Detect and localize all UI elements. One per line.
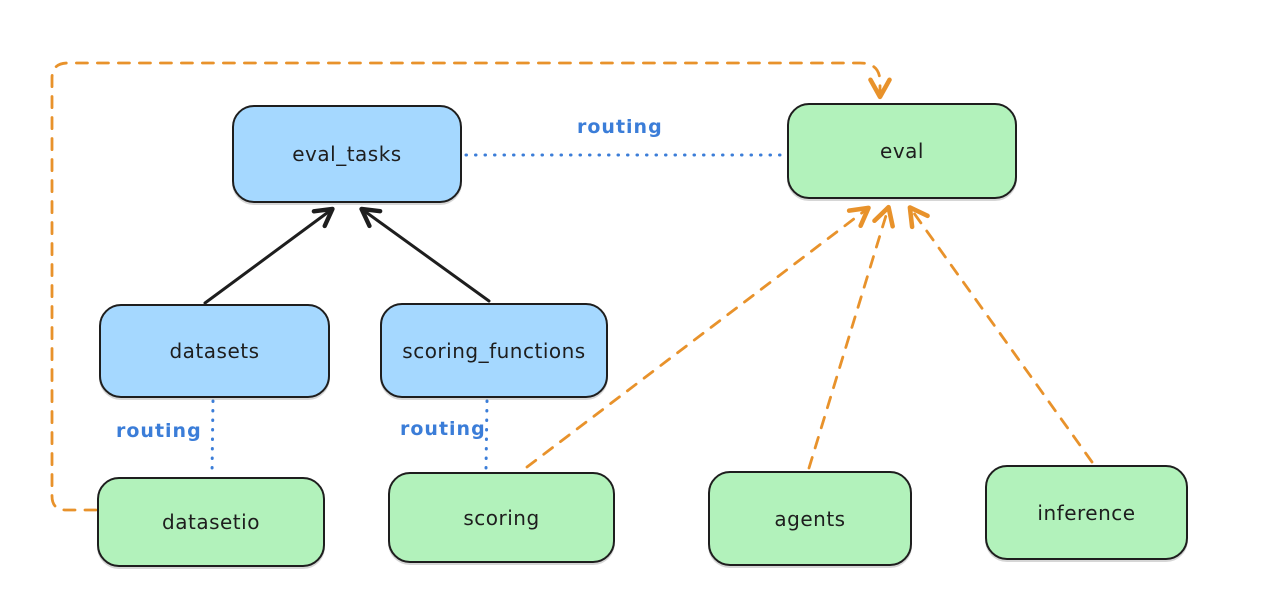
node-scoring: scoring bbox=[388, 472, 615, 563]
node-eval-label: eval bbox=[880, 139, 924, 163]
node-datasetio-label: datasetio bbox=[162, 510, 260, 534]
node-scoring-functions: scoring_functions bbox=[380, 303, 608, 398]
node-inference: inference bbox=[985, 465, 1188, 560]
edge-scoring-functions-to-scoring-routing bbox=[484, 399, 489, 471]
node-datasetio: datasetio bbox=[97, 477, 325, 567]
edge-datasets-to-eval-tasks bbox=[203, 206, 335, 305]
node-inference-label: inference bbox=[1037, 500, 1136, 525]
node-datasets: datasets bbox=[99, 304, 330, 398]
edge-inference-to-eval bbox=[907, 205, 1094, 464]
edge-scoring-to-eval bbox=[525, 205, 871, 469]
node-eval-tasks: eval_tasks bbox=[232, 105, 462, 203]
node-scoring-functions-label: scoring_functions bbox=[402, 338, 586, 363]
edge-scoring-functions-to-eval-tasks bbox=[359, 206, 491, 303]
node-agents-label: agents bbox=[774, 506, 846, 531]
node-scoring-label: scoring bbox=[463, 505, 540, 530]
edge-datasetio-to-eval bbox=[50, 61, 892, 512]
routing-label-scoring-functions-scoring: routing bbox=[400, 418, 486, 440]
node-datasets-label: datasets bbox=[169, 339, 260, 363]
routing-label-datasets-datasetio: routing bbox=[116, 420, 202, 442]
edge-agents-to-eval bbox=[807, 204, 895, 470]
edge-datasets-to-datasetio-routing bbox=[210, 399, 215, 476]
node-agents: agents bbox=[708, 471, 912, 566]
node-eval: eval bbox=[787, 103, 1017, 199]
routing-label-eval-tasks-eval: routing bbox=[577, 116, 663, 138]
node-eval-tasks-label: eval_tasks bbox=[292, 142, 402, 166]
